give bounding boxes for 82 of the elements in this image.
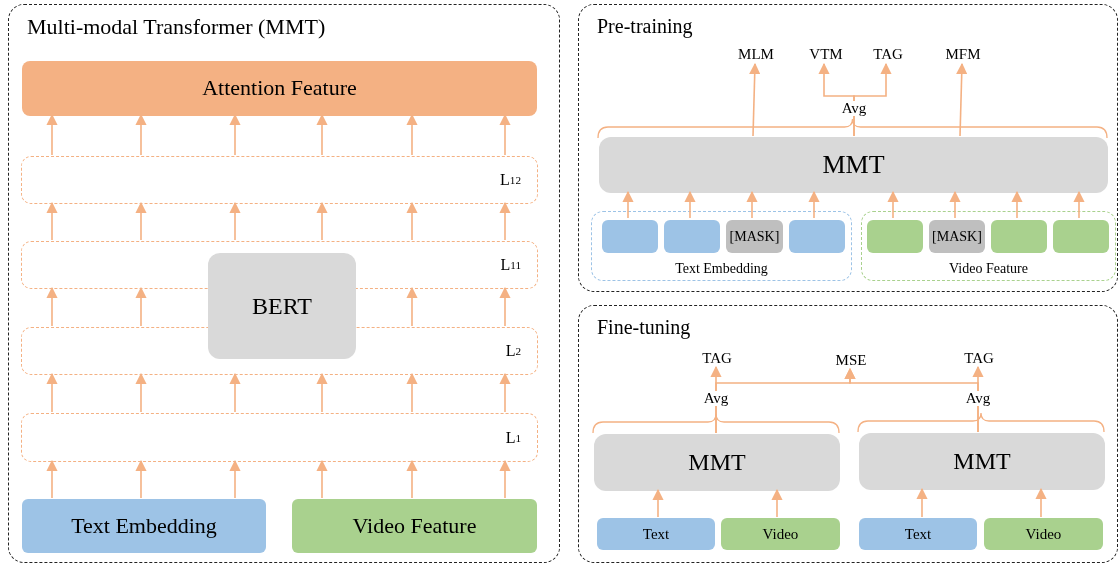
arrow <box>499 201 511 241</box>
arrow <box>949 190 961 219</box>
arrow <box>499 372 511 413</box>
arrow <box>499 286 511 327</box>
arrow <box>684 190 696 219</box>
arrow <box>652 488 664 518</box>
arrow <box>46 459 58 499</box>
output-label: MLM <box>729 43 783 65</box>
token-group <box>591 211 852 281</box>
arrow <box>406 372 418 413</box>
arrow <box>808 190 820 219</box>
token-box <box>664 220 720 253</box>
panel-title: Pre-training <box>597 15 693 37</box>
group-label: Text Embedding <box>674 260 769 276</box>
arrow <box>229 459 241 499</box>
arrow <box>622 190 634 219</box>
arrow <box>135 459 147 499</box>
arrow <box>316 201 328 241</box>
arrow <box>135 113 147 156</box>
arrow <box>499 113 511 156</box>
arrow <box>46 201 58 241</box>
token-box: Text Embedding <box>22 499 266 553</box>
arrow <box>844 367 979 433</box>
mask-token-box: [MASK] <box>929 220 985 253</box>
token-box <box>867 220 923 253</box>
pooling-label: Avg <box>840 101 868 116</box>
arrow <box>499 459 511 499</box>
arrow <box>956 62 968 137</box>
arrow <box>46 372 58 413</box>
token-box: Text <box>597 518 715 550</box>
output-box: Attention Feature <box>22 61 537 116</box>
output-label: TAG <box>957 348 1001 368</box>
model-box: MMT <box>594 434 840 491</box>
arrow <box>229 201 241 241</box>
arrow <box>135 201 147 241</box>
arrow <box>229 113 241 156</box>
arrow <box>1073 190 1085 219</box>
model-box: MMT <box>859 433 1105 490</box>
panel-frame <box>578 305 1118 563</box>
arrow <box>1011 190 1023 219</box>
token-box <box>602 220 658 253</box>
arrow <box>1035 487 1047 518</box>
arrow <box>46 113 58 156</box>
arrow <box>916 487 928 518</box>
pooling-label: Avg <box>964 391 992 406</box>
panel-frame <box>8 4 560 563</box>
token-box <box>1053 220 1109 253</box>
arrow <box>406 459 418 499</box>
arrow <box>46 286 58 327</box>
arrow <box>887 190 899 219</box>
output-label: TAG <box>861 43 915 65</box>
panel-frame <box>578 4 1118 292</box>
panel-title: Multi-modal Transformer (MMT) <box>27 15 326 40</box>
output-label: VTM <box>799 43 853 65</box>
arrow <box>771 488 783 518</box>
arrow <box>316 113 328 156</box>
mask-token-box: [MASK] <box>726 220 783 253</box>
output-label: MFM <box>936 43 990 65</box>
output-label: MSE <box>827 350 875 370</box>
token-box: Video <box>984 518 1103 550</box>
arrow <box>135 286 147 327</box>
token-box: Text <box>859 518 977 550</box>
token-box <box>789 220 845 253</box>
group-label: Video Feature <box>948 260 1029 276</box>
arrow <box>406 113 418 156</box>
pooling-label: Avg <box>702 391 730 406</box>
arrow <box>135 372 147 413</box>
arrow <box>749 62 761 137</box>
token-group <box>861 211 1116 281</box>
arrow <box>746 190 758 219</box>
arrow <box>406 286 418 327</box>
arrow <box>229 372 241 413</box>
output-label: TAG <box>695 348 739 368</box>
arrow <box>406 201 418 241</box>
model-box: BERT <box>208 253 356 359</box>
token-box: Video Feature <box>292 499 537 553</box>
panel-title: Fine-tuning <box>597 316 691 338</box>
arrow <box>316 372 328 413</box>
arrow <box>316 459 328 499</box>
token-box: Video <box>721 518 840 550</box>
token-box <box>991 220 1047 253</box>
model-box: MMT <box>599 137 1108 193</box>
